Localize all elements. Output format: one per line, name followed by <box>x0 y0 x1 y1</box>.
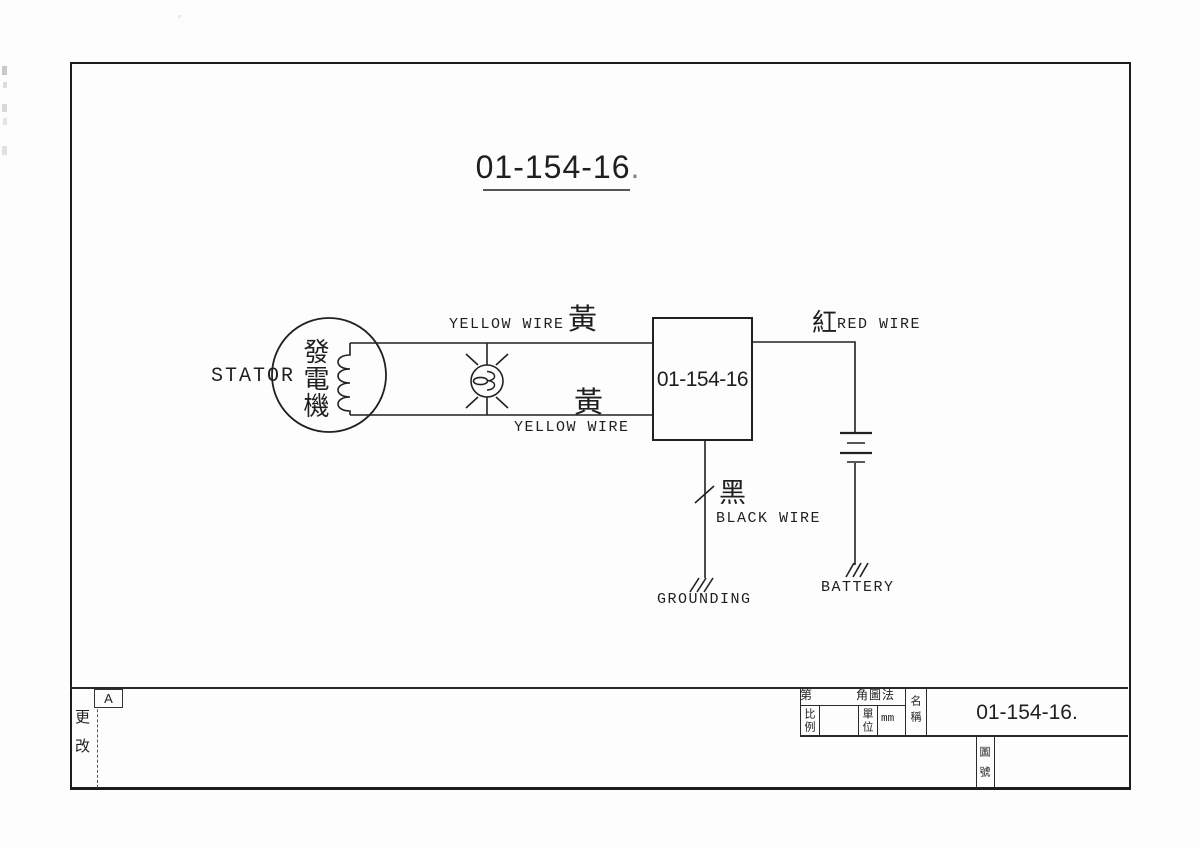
revision-mark-cell: A <box>94 689 123 708</box>
scale-label: 比例 <box>803 708 815 734</box>
scan-artifact <box>2 146 7 155</box>
stator-icon <box>271 317 387 433</box>
page-title-text: 01-154-16 <box>475 149 631 185</box>
scan-artifact <box>178 15 181 18</box>
title-block-top-border <box>70 687 1128 689</box>
scan-artifact <box>2 104 7 112</box>
yellow-wire-top-cjk: 黃 <box>568 304 598 336</box>
lamp-icon <box>465 343 509 415</box>
lamp-ray <box>465 353 479 366</box>
title-block-line <box>800 735 1128 737</box>
title-block-line <box>877 705 878 735</box>
scan-artifact <box>3 118 7 125</box>
grounding-label: GROUNDING <box>657 591 752 608</box>
yellow-wire-top-label: YELLOW WIRE <box>449 316 565 333</box>
name-value: 01-154-16. <box>976 701 1078 724</box>
title-block-line <box>976 737 977 788</box>
page-title-stray-dot: . <box>630 149 641 185</box>
drawing-frame <box>70 62 1131 790</box>
black-wire-label: BLACK WIRE <box>716 510 822 527</box>
red-wire-cjk: 紅 <box>812 309 838 337</box>
title-block-line <box>858 705 859 735</box>
red-wire-label: RED WIRE <box>837 316 922 333</box>
unit-box-label: 01-154-16 <box>656 367 749 391</box>
unit-label: 單位 <box>861 708 873 734</box>
projection-label-left: 第 <box>800 688 813 702</box>
page-title: 01-154-16. <box>470 151 646 183</box>
title-block-line <box>800 687 801 735</box>
battery-ground-icon <box>845 562 869 578</box>
coil-icon <box>337 343 351 415</box>
revision-mark: A <box>104 691 113 706</box>
revision-column-label: 更改 <box>73 709 90 767</box>
projection-label-right: 角圖法 <box>856 688 896 702</box>
unit-value: mm <box>881 713 895 725</box>
battery-icon <box>840 431 872 565</box>
title-underline <box>483 189 630 191</box>
grounding-icon <box>689 577 714 593</box>
title-block-line <box>994 737 995 788</box>
unit-box <box>652 317 753 441</box>
scan-artifact <box>2 66 7 75</box>
title-block-line <box>800 705 905 706</box>
yellow-wire-bottom-cjk: 黃 <box>574 387 604 419</box>
revision-column-divider <box>97 689 98 788</box>
lamp-ray <box>495 396 509 409</box>
stator-cjk-label: 發電機 <box>300 338 330 419</box>
red-wire <box>752 341 856 433</box>
drawing-no-label: 圖號 <box>978 746 990 786</box>
yellow-wire-bottom-label: YELLOW WIRE <box>514 419 630 436</box>
title-block-line <box>819 705 820 735</box>
title-block-line <box>905 687 906 735</box>
title-block-line <box>926 687 927 735</box>
lamp-ray <box>495 353 509 366</box>
wire-break-slash <box>694 485 715 504</box>
lamp-ray <box>465 396 479 409</box>
scan-artifact <box>3 82 7 88</box>
black-wire-cjk: 黑 <box>719 478 746 508</box>
battery-label: BATTERY <box>821 579 895 596</box>
stator-label: STATOR <box>211 365 296 388</box>
name-label: 名稱 <box>909 695 921 727</box>
